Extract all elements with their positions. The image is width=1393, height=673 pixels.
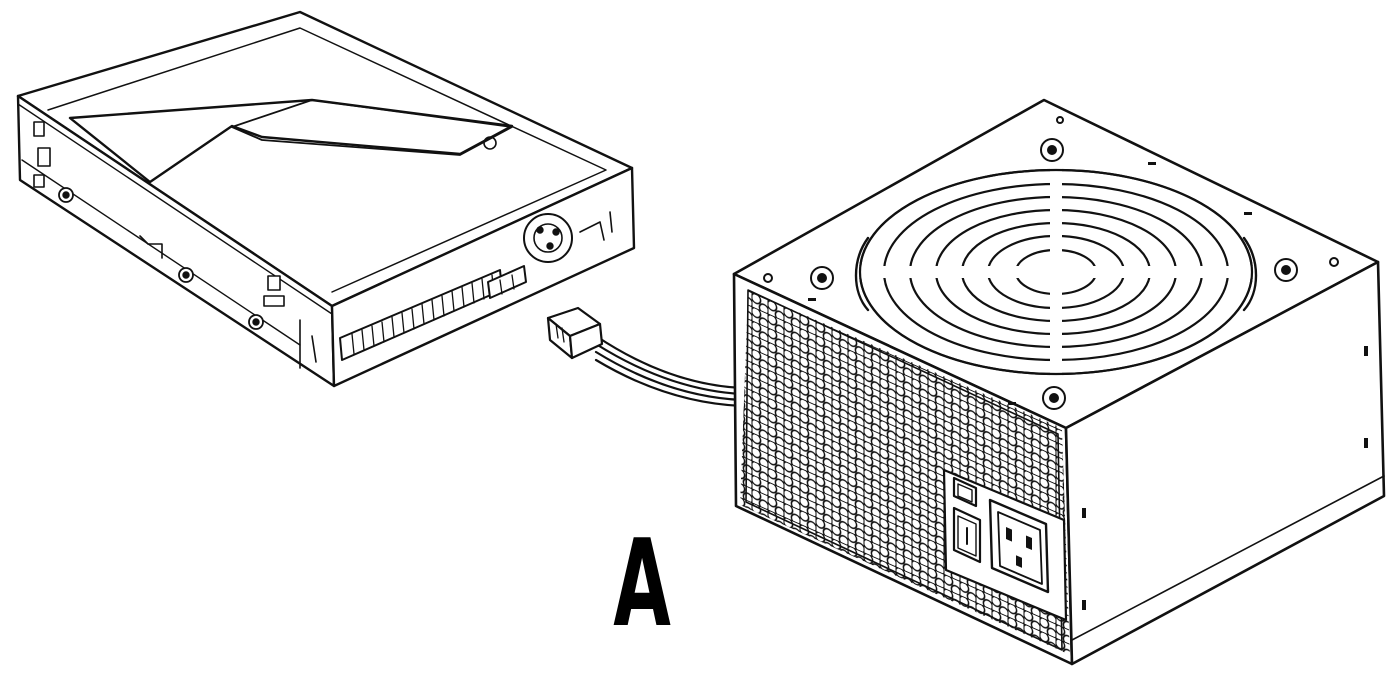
cable-plug (546, 306, 604, 360)
drive-power-socket (487, 265, 527, 299)
drive-top-hole (483, 136, 497, 150)
psu-power-panel (942, 468, 1068, 622)
psu-fan-grille (844, 154, 1268, 390)
voltage-switch (952, 476, 978, 508)
floppy-power-cable (546, 306, 744, 408)
psu-side-face (1064, 260, 1386, 666)
floppy-drive (16, 10, 636, 388)
power-rocker-switch (952, 506, 982, 564)
ac-power-socket (988, 498, 1050, 594)
power-supply (732, 98, 1386, 666)
psu-screws (763, 116, 1339, 410)
figure-label: A (613, 515, 671, 654)
